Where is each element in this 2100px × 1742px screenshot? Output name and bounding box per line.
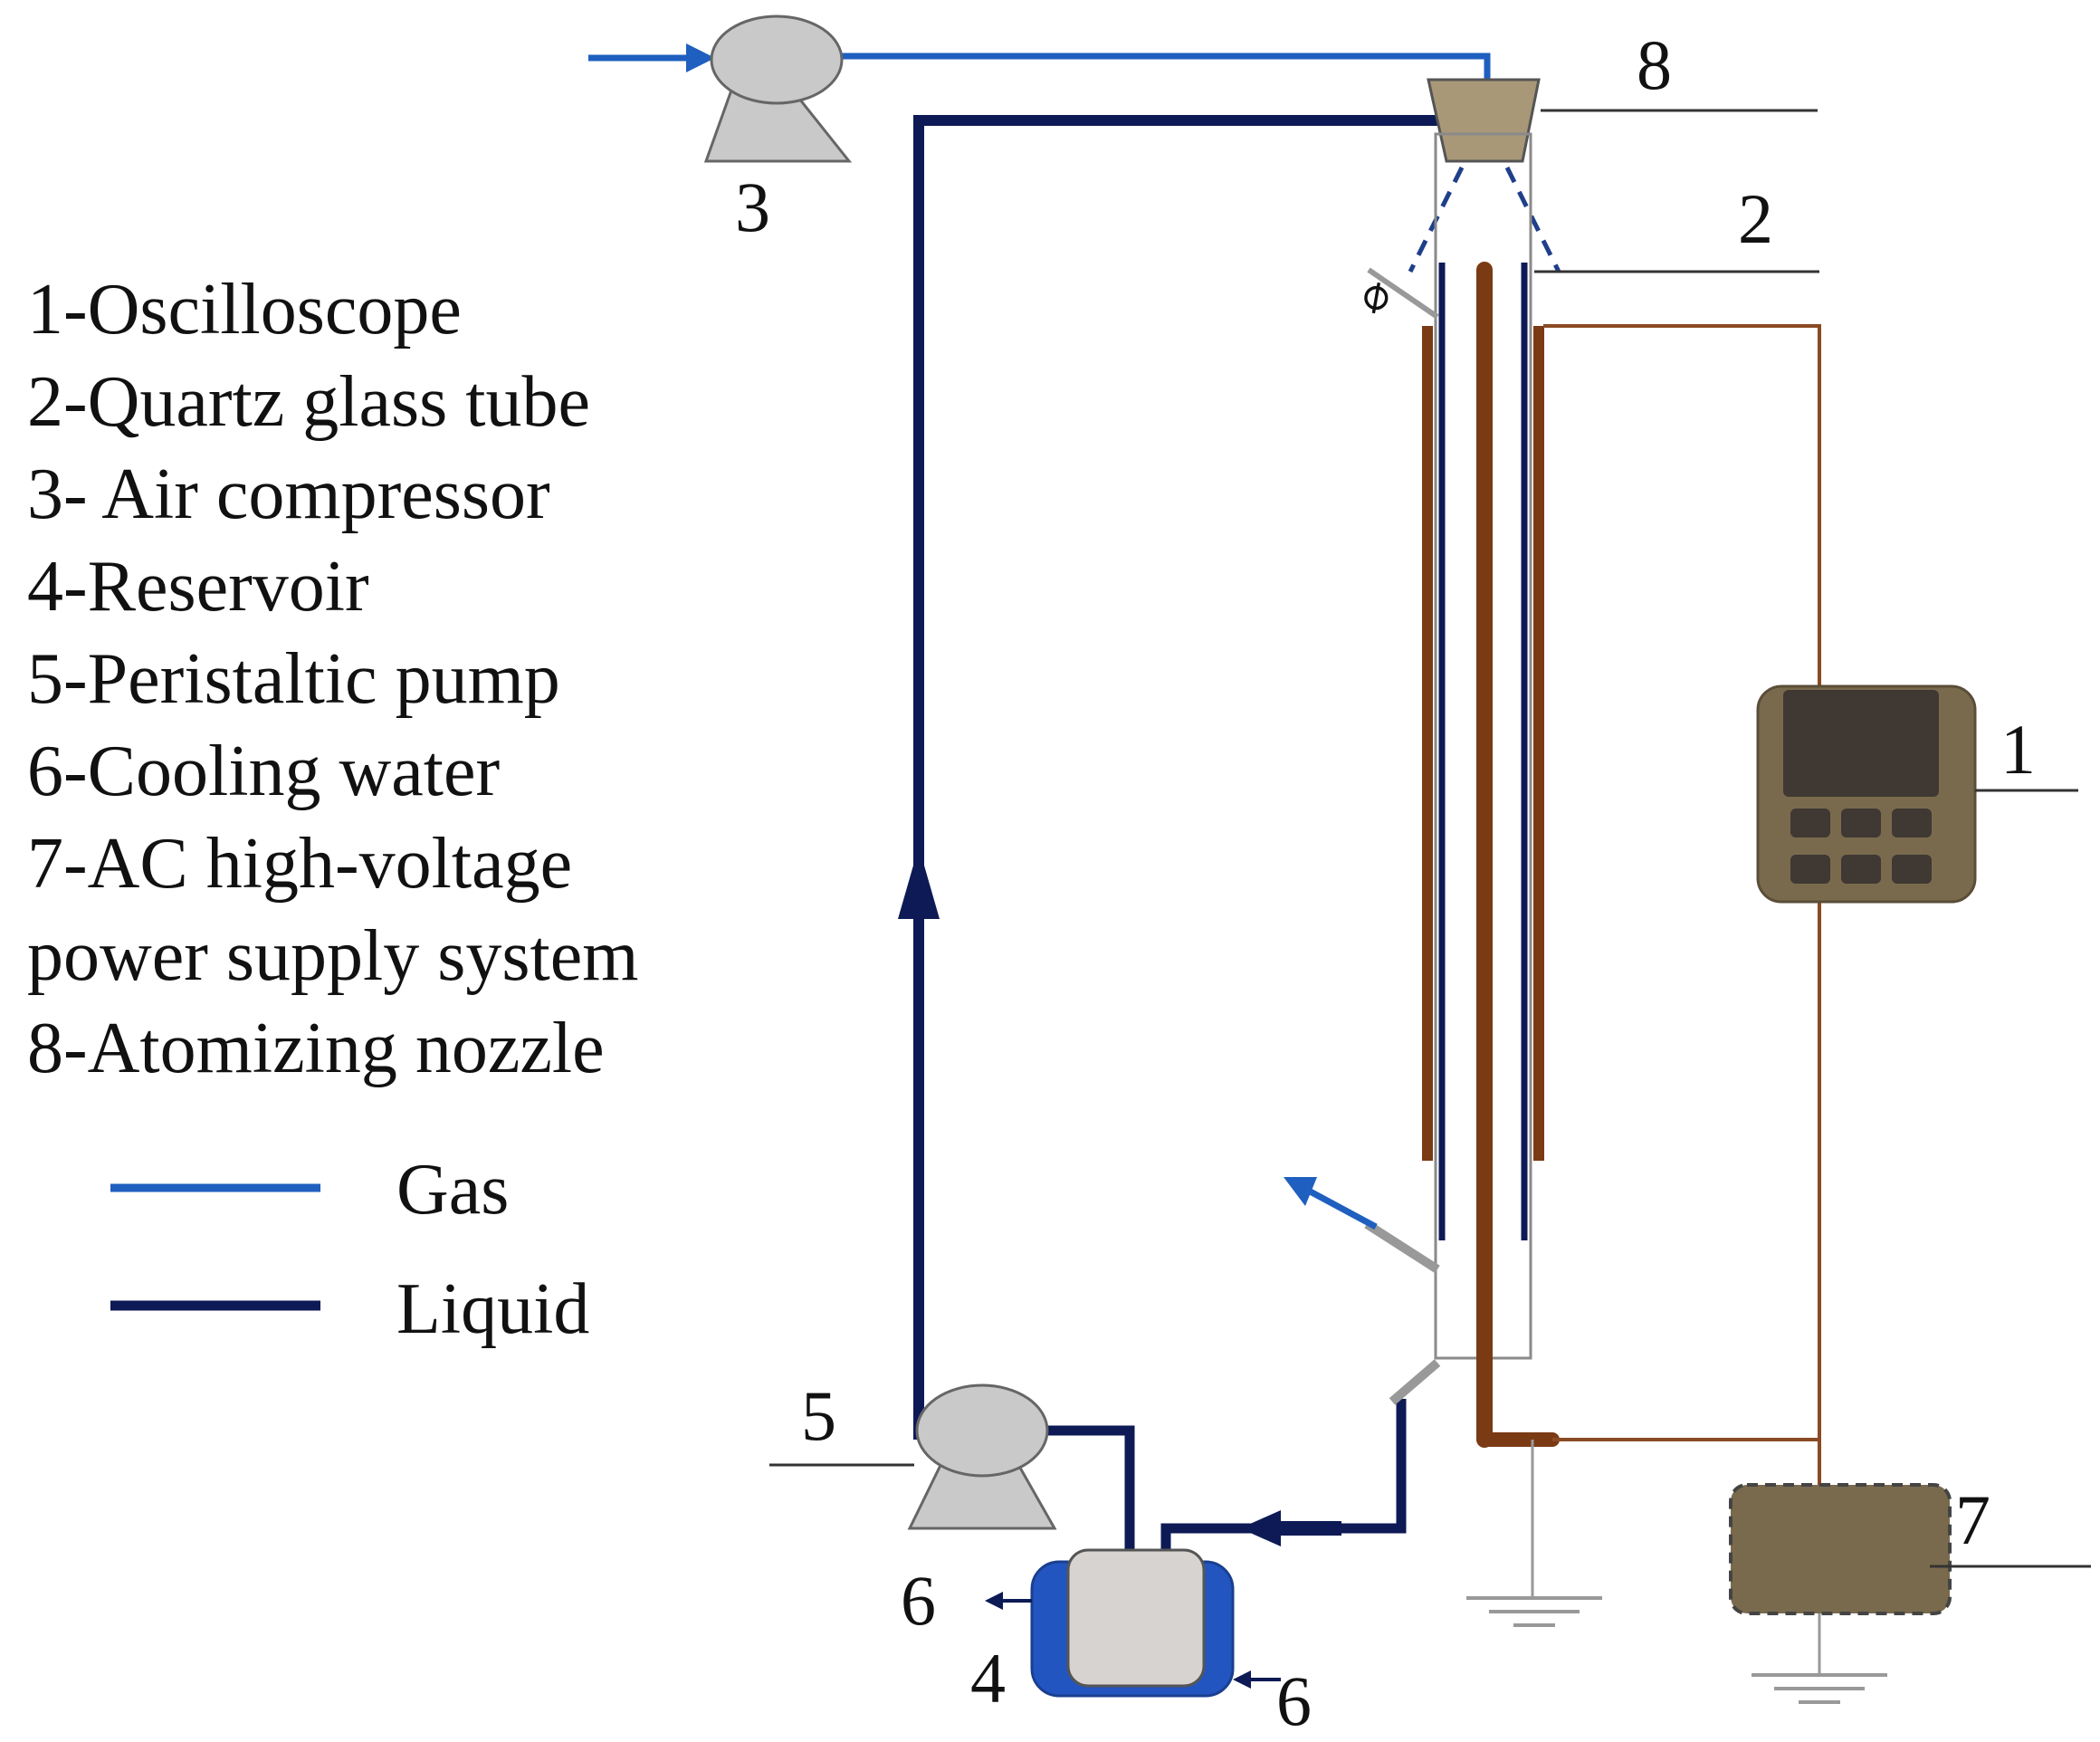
label-number-8: 8 [1637, 25, 1672, 104]
peristaltic-pump [907, 1383, 1057, 1530]
atomizing-nozzle [1408, 78, 1561, 273]
liquid-return-arrow-shaft [1278, 1521, 1341, 1536]
tube-gas-outlet-arm [1364, 1220, 1440, 1274]
label-number-7: 7 [1955, 1480, 1990, 1559]
liquid-return-arrow-icon [1240, 1510, 1281, 1546]
label-number-4: 4 [970, 1639, 1006, 1718]
ground-icon-tube [1466, 1596, 1602, 1627]
label-number-1: 1 [2000, 710, 2036, 789]
label-number-2: 2 [1738, 179, 1773, 258]
legend-item-peristaltic-pump: 5-Peristaltic pump [27, 639, 560, 719]
gas-key-label: Gas [396, 1150, 509, 1230]
wire-electrode-to-scope [1543, 324, 1821, 1508]
component-legend: 1-Oscilloscope 2-Quartz glass tube 3- Ai… [27, 270, 639, 1088]
legend-item-power-supply-cont: power supply system [27, 916, 639, 996]
oscilloscope-key-2 [1841, 809, 1881, 838]
legend-item-quartz-tube: 2-Quartz glass tube [27, 362, 590, 442]
legend-item-oscilloscope: 1-Oscilloscope [27, 270, 462, 349]
oscilloscope [1756, 684, 1977, 904]
gas-supply-line [842, 53, 1491, 80]
legend-item-air-compressor: 3- Air compressor [27, 455, 550, 534]
compressor-head [710, 14, 844, 105]
air-compressor [703, 14, 853, 163]
reservoir [1030, 1548, 1235, 1698]
gas-outlet-arrow-icon [1284, 1177, 1317, 1206]
cooling-in-arrow-icon [1233, 1670, 1251, 1689]
tube-side-port-top [1367, 267, 1439, 320]
nozzle-body [1427, 78, 1541, 163]
cooling-out-arrow-icon [985, 1592, 1003, 1610]
label-number-5: 5 [801, 1376, 836, 1455]
spray-right [1504, 166, 1561, 273]
line-key: Gas Liquid [110, 1150, 589, 1349]
pump-head [915, 1383, 1049, 1478]
liquid-key-label: Liquid [396, 1269, 589, 1349]
liquid-return-line [1160, 1399, 1407, 1562]
legend-item-power-supply: 7-AC high-voltage [27, 824, 572, 904]
legend-item-atomizing-nozzle: 8-Atomizing nozzle [27, 1009, 605, 1088]
gas-outlet-line [1302, 1184, 1378, 1230]
oscilloscope-screen [1783, 690, 1939, 797]
power-supply-box [1729, 1483, 1952, 1615]
oscilloscope-key-3 [1892, 809, 1932, 838]
gas-inlet-arrow-icon [686, 43, 715, 72]
reservoir-vessel [1066, 1548, 1206, 1688]
legend-item-reservoir: 4-Reservoir [27, 547, 369, 627]
tube-liquid-outlet-arm [1389, 1359, 1441, 1405]
label-number-6-left: 6 [901, 1561, 936, 1640]
liquid-up-arrow-icon [898, 847, 940, 919]
label-number-6-right: 6 [1276, 1661, 1312, 1740]
electrodes [1422, 262, 1560, 1448]
oscilloscope-key-6 [1892, 855, 1932, 884]
oscilloscope-key-5 [1841, 855, 1881, 884]
legend-item-cooling-water: 6-Cooling water [27, 732, 500, 811]
ground-icon-supply [1752, 1673, 1887, 1704]
liquid-riser-line [913, 115, 1439, 1440]
gas-line [588, 43, 1491, 80]
wiring [1531, 324, 1821, 1598]
label-number-3: 3 [735, 168, 770, 246]
quartz-glass-tube: ⌀ [1284, 132, 1532, 1405]
ac-power-supply [1729, 1483, 1952, 1675]
oscilloscope-key-4 [1790, 855, 1830, 884]
liquid-line [898, 115, 1439, 1652]
port-symbol-icon: ⌀ [1348, 266, 1399, 323]
oscilloscope-key-1 [1790, 809, 1830, 838]
